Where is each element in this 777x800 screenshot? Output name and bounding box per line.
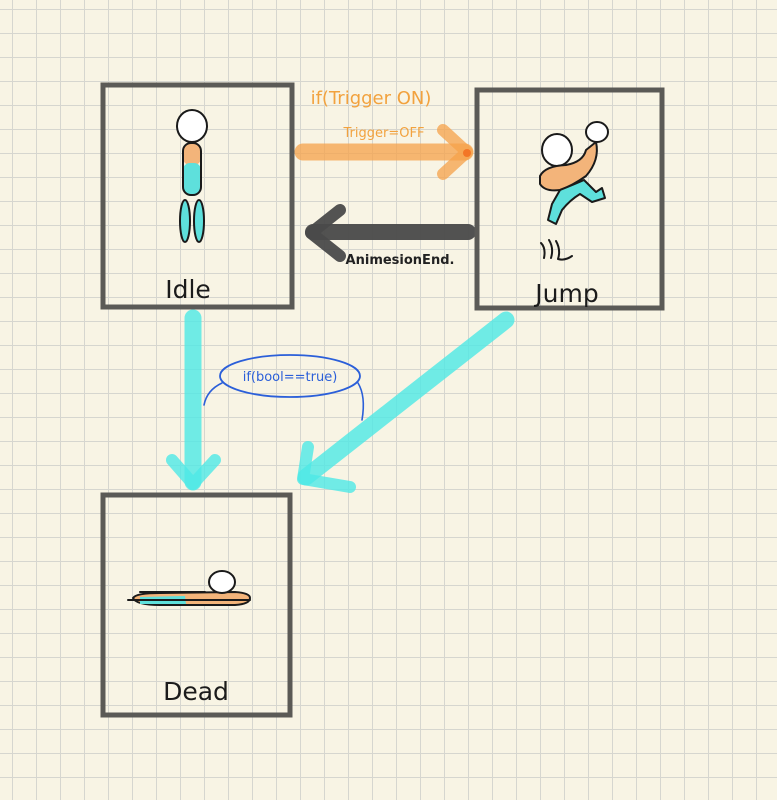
state-label-dead: Dead <box>163 677 229 706</box>
note-idle-to-jump: Trigger=OFF <box>343 126 425 141</box>
condition-idle-to-dead: if(bool==true) <box>243 370 338 385</box>
state-box-dead[interactable] <box>100 492 293 718</box>
dead-figure-icon <box>127 570 252 606</box>
condition-idle-to-jump: if(Trigger ON) <box>311 88 432 109</box>
jump-figure-icon <box>539 121 609 261</box>
idle-figure-icon <box>176 109 208 243</box>
arrow-jump-to-dead <box>297 311 515 493</box>
arrow-idle-to-dead <box>166 309 221 491</box>
state-box-jump[interactable] <box>474 87 665 311</box>
state-label-jump: Jump <box>533 279 598 308</box>
state-box-idle[interactable] <box>100 82 295 310</box>
arrow-jump-to-idle <box>305 204 476 262</box>
condition-bubble <box>203 354 365 421</box>
arrow-idle-to-jump <box>294 124 474 180</box>
state-label-idle: Idle <box>165 275 211 304</box>
condition-jump-to-idle: AnimesionEnd. <box>346 253 455 268</box>
